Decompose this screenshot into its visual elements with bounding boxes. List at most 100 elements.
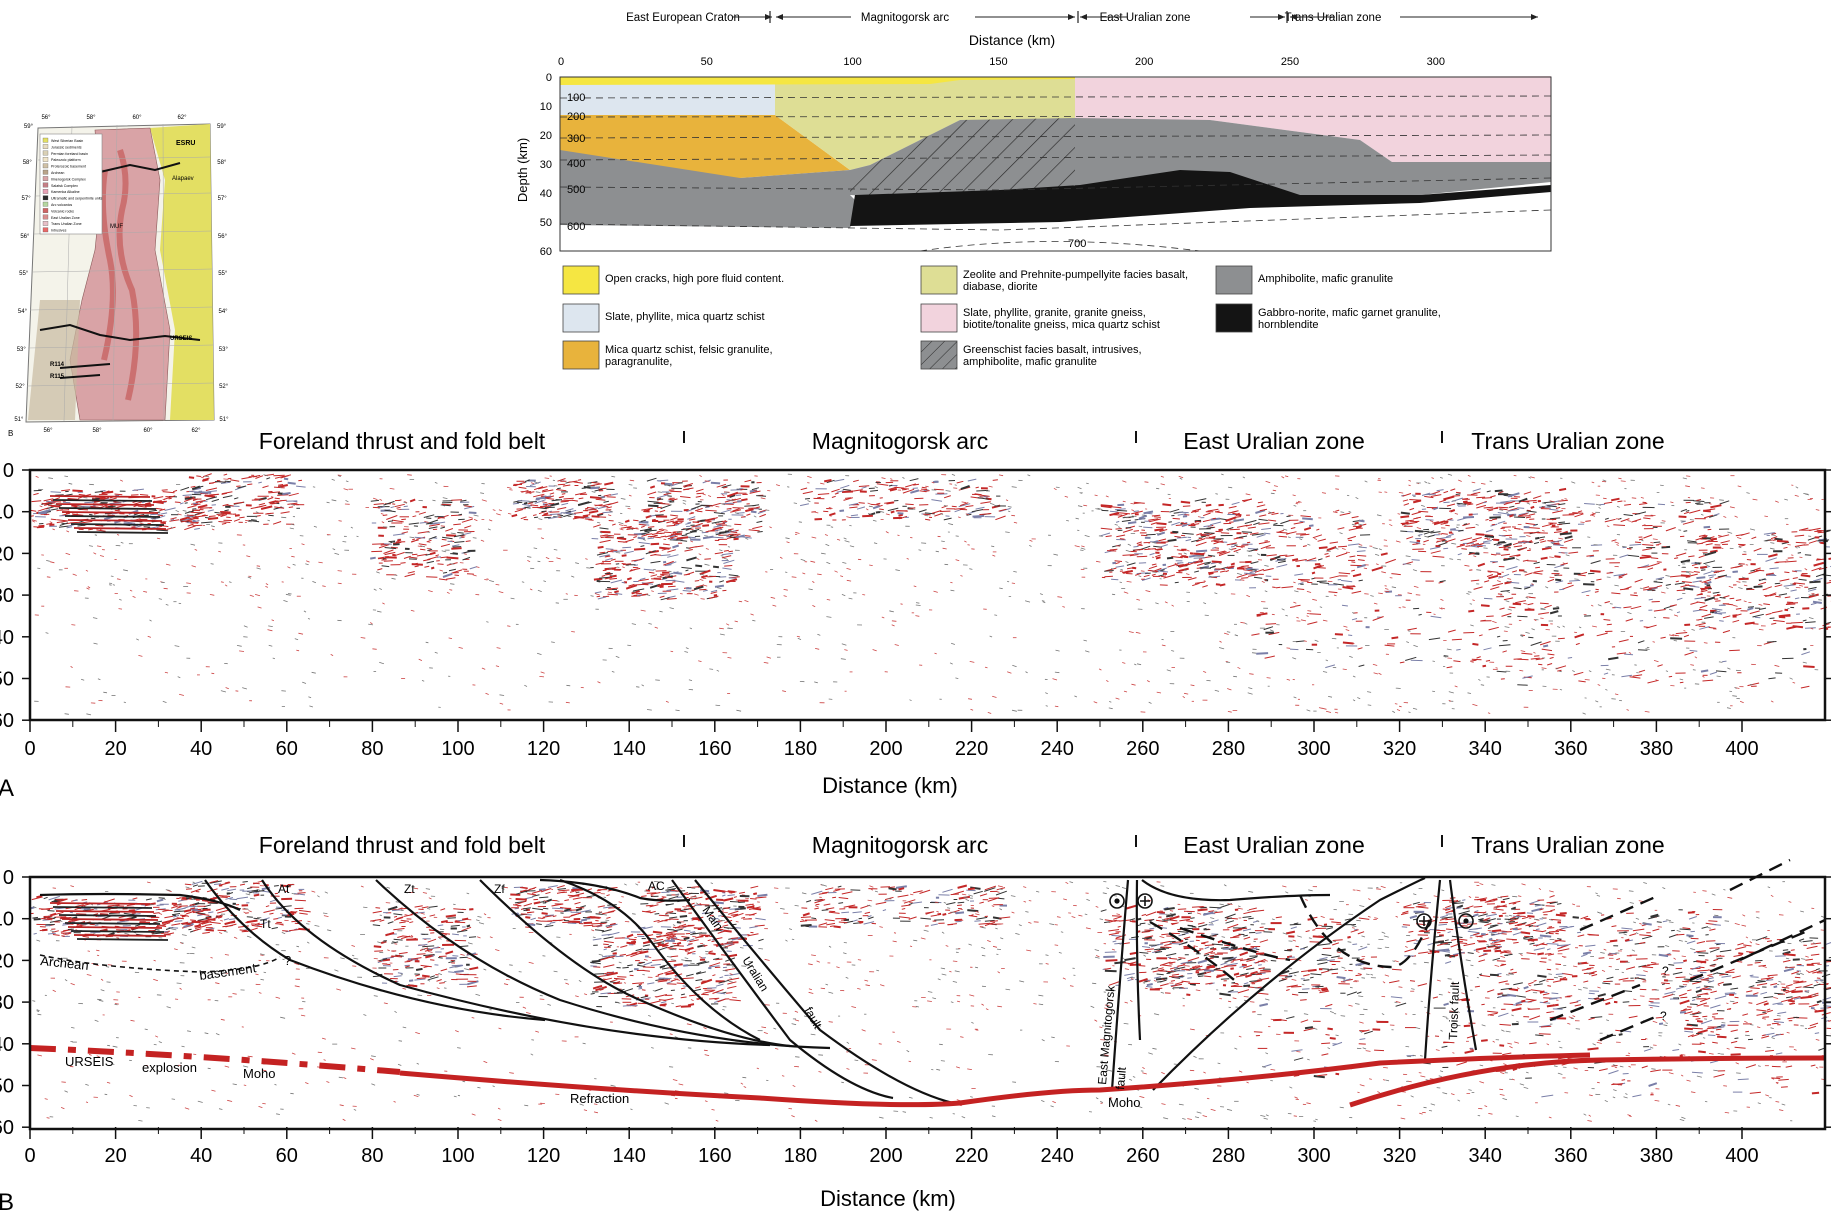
reflection-mark	[565, 508, 574, 512]
reflection-mark	[659, 509, 666, 513]
reflection-dot	[830, 526, 834, 528]
reflection-mark	[155, 507, 163, 510]
reflection-dot	[1678, 529, 1682, 531]
reflection-mark	[620, 526, 631, 529]
reflection-mark	[646, 477, 657, 482]
reflection-dot	[372, 648, 377, 650]
reflection-mark	[275, 500, 282, 503]
reflection-mark	[224, 509, 229, 512]
reflection-mark	[184, 525, 196, 531]
reflection-mark	[603, 500, 609, 503]
reflection-mark	[1161, 575, 1166, 578]
reflection-mark	[693, 585, 704, 591]
reflection-mark	[185, 888, 193, 890]
reflection-mark	[657, 583, 664, 588]
reflection-mark	[182, 494, 192, 496]
reflection-mark	[919, 490, 927, 493]
reflection-mark	[757, 510, 766, 514]
reflection-mark	[687, 516, 696, 520]
reflection-mark	[1402, 563, 1407, 565]
reflection-mark	[277, 480, 283, 483]
reflection-mark	[902, 488, 915, 494]
reflection-mark	[451, 499, 463, 501]
reflection-mark	[1279, 554, 1288, 557]
reflection-mark	[724, 565, 733, 567]
reflection-mark	[1400, 530, 1408, 532]
reflection-mark	[588, 519, 594, 521]
reflection-mark	[234, 497, 239, 500]
reflection-mark	[639, 577, 646, 581]
reflection-mark	[159, 508, 166, 512]
reflection-mark	[681, 534, 688, 537]
reflection-mark	[282, 492, 291, 496]
reflection-mark	[661, 577, 668, 581]
reflection-mark	[205, 496, 218, 501]
isotherm-lines	[559, 95, 1552, 252]
reflection-dot	[1574, 578, 1579, 580]
reflection-mark	[388, 540, 396, 543]
reflection-mark	[1309, 613, 1322, 615]
reflection-mark	[651, 518, 656, 521]
reflection-mark	[714, 584, 725, 588]
reflection-mark	[172, 489, 178, 493]
reflection-mark	[557, 507, 567, 510]
reflection-mark	[712, 502, 721, 507]
reflection-mark	[728, 528, 734, 531]
reflection-mark	[1154, 516, 1161, 518]
reflection-mark	[1700, 669, 1709, 673]
reflection-mark	[615, 592, 623, 595]
map-lat-label: 52°	[219, 384, 229, 390]
reflection-mark	[220, 514, 228, 518]
reflection-mark	[759, 513, 766, 518]
reflection-mark	[370, 556, 376, 560]
reflection-mark	[128, 909, 135, 912]
reflection-mark	[1501, 526, 1511, 528]
reflection-mark	[951, 505, 957, 508]
reflection-mark	[47, 503, 52, 505]
reflection-mark	[557, 483, 566, 486]
reflection-mark	[109, 502, 122, 505]
reflection-mark	[55, 494, 64, 496]
reflection-mark	[728, 550, 733, 553]
reflection-mark	[685, 569, 689, 572]
reflection-mark	[1208, 571, 1214, 576]
map-legend-label: Volcanic rocks	[51, 209, 74, 213]
reflection-mark	[1584, 503, 1595, 505]
panel-b-plot-area	[30, 877, 1825, 1129]
reflection-mark	[673, 522, 683, 526]
map-lon-label: 62°	[177, 115, 187, 121]
reflection-dot	[1729, 690, 1733, 692]
reflection-mark	[1230, 545, 1235, 548]
reflection-mark	[61, 489, 71, 492]
reflection-mark	[1497, 593, 1503, 595]
reflection-mark	[52, 501, 62, 503]
reflection-mark	[55, 898, 67, 901]
reflection-mark	[1559, 532, 1572, 536]
reflection-mark	[543, 512, 549, 516]
reflection-mark	[1168, 521, 1172, 523]
reflection-mark	[705, 529, 715, 533]
reflection-mark	[446, 556, 459, 560]
reflection-mark	[609, 574, 617, 578]
reflection-mark	[1178, 511, 1189, 514]
reflection-mark	[577, 479, 582, 481]
zone-arrow-head	[1068, 14, 1075, 20]
reflection-mark	[1241, 577, 1249, 579]
reflection-mark	[442, 572, 453, 578]
reflection-mark	[1503, 548, 1509, 551]
reflection-dot	[787, 486, 790, 488]
reflection-mark	[280, 475, 289, 479]
reflection-mark	[1272, 586, 1276, 588]
reflection-mark	[1554, 555, 1561, 558]
reflection-mark	[621, 554, 627, 557]
reflection-dot	[1791, 554, 1794, 556]
cross-section-y-tick-label: 40	[540, 188, 552, 200]
reflection-mark	[660, 503, 670, 505]
reflection-mark	[1710, 537, 1718, 541]
reflection-mark	[1136, 555, 1148, 558]
reflection-mark	[660, 535, 667, 538]
reflection-mark	[1534, 655, 1540, 657]
reflection-mark	[1155, 556, 1161, 560]
reflection-mark	[58, 525, 69, 528]
map-legend-swatch	[42, 182, 49, 188]
